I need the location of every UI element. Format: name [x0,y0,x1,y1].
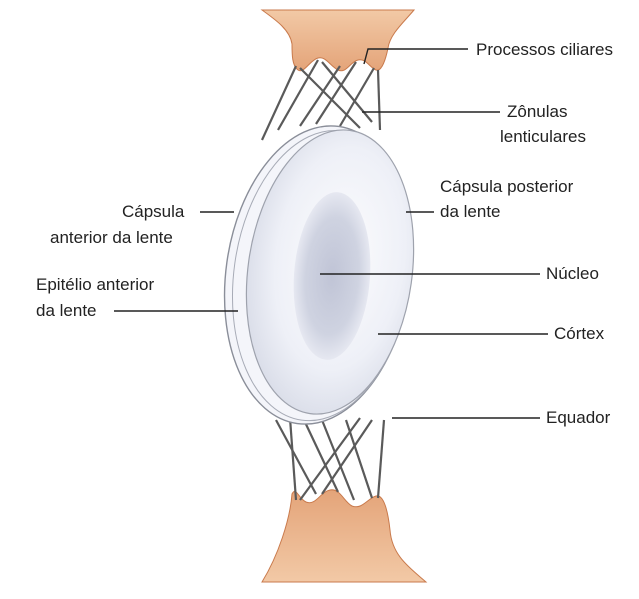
label-capsula-anterior-line1: Cápsula [122,201,184,222]
ciliary-process-top [262,10,414,71]
label-equador: Equador [546,407,610,428]
ciliary-process-bottom [262,490,426,582]
label-processos-ciliares: Processos ciliares [476,39,613,60]
label-capsula-posterior-line1: Cápsula posterior [440,176,573,197]
label-capsula-posterior-line2: da lente [440,201,501,222]
label-cortex: Córtex [554,323,604,344]
label-zonulas-line1: Zônulas [507,101,567,122]
label-capsula-anterior-line2: anterior da lente [50,227,173,248]
label-nucleo: Núcleo [546,263,599,284]
label-zonulas-line2: lenticulares [500,126,586,147]
label-epitelio-line1: Epitélio anterior [36,274,154,295]
label-epitelio-line2: da lente [36,300,97,321]
zonular-fibers-bottom [276,418,384,500]
